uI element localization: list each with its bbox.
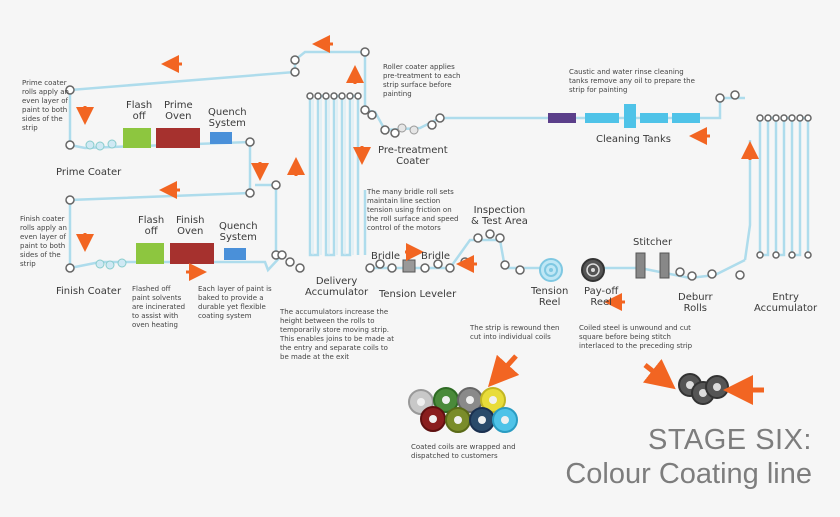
coated-coils-note: Coated coils are wrapped and dispatched … [411, 443, 516, 460]
stitcher-label: Stitcher [633, 237, 673, 248]
stage-subtitle: Colour Coating line [565, 458, 812, 490]
cleaning-tanks-label: Cleaning Tanks [596, 134, 671, 145]
finish-coater-note: Finish coater rolls apply an even layer … [20, 215, 67, 268]
coated-coils [408, 387, 518, 433]
pretreatment-applicator [397, 123, 419, 135]
entry-accumulator-label: Entry Accumulator [754, 292, 818, 314]
roller-coater-note: Roller coater applies pre-treatment to e… [383, 63, 461, 98]
rewound-note: The strip is rewound then cut into indiv… [470, 324, 560, 341]
inspection-label: Inspection & Test Area [471, 205, 528, 227]
tension-reel-label: Tension Reel [531, 286, 569, 308]
flow-arrows [76, 35, 759, 311]
flashed-off-note: Flashed off paint solvents are incinerat… [132, 285, 186, 329]
prime-coater-note: Prime coater rolls apply an even layer o… [22, 79, 69, 132]
stage-title: STAGE SIX: [647, 424, 812, 456]
bridle-left-label: Bridle [371, 251, 401, 262]
stitcher-box-1 [635, 252, 646, 279]
prime-coater-label: Prime Coater [56, 167, 122, 178]
cleaning-tank-purple [548, 113, 576, 123]
payoff-reel [581, 258, 605, 282]
prime-oven-box [156, 128, 200, 148]
bridle-rolls-note: The many bridle roll sets maintain line … [367, 188, 459, 232]
cleaning-tank-4 [672, 113, 700, 123]
finish-oven-box [170, 243, 214, 264]
bridle-right-label: Bridle [421, 251, 451, 262]
finish-coater-label: Finish Coater [56, 286, 122, 297]
paint-baked-note: Each layer of paint is baked to provide … [198, 285, 272, 320]
pretreatment-coater-label: Pre-treatment Coater [378, 145, 448, 167]
steel-coils [678, 373, 729, 405]
tension-reel [539, 258, 563, 282]
flash-off-label-2: Flash off [138, 215, 165, 237]
prime-coater-applicator [85, 139, 117, 151]
delivery-accumulator-bands [312, 96, 354, 255]
prime-oven-label: Prime Oven [164, 100, 193, 122]
finish-coater-applicator [95, 258, 127, 270]
flash-off-label-1: Flash off [126, 100, 153, 122]
flash-off-box-2 [136, 243, 164, 264]
accumulators-note: The accumulators increase the height bet… [280, 308, 394, 361]
flash-off-box-1 [123, 128, 151, 148]
quench-box-2 [224, 248, 246, 260]
cleaning-tank-1 [585, 113, 619, 123]
quench-box-1 [210, 132, 232, 144]
delivery-accumulator-label: Delivery Accumulator [305, 276, 369, 298]
tension-leveler-box [402, 259, 416, 273]
stitcher-box-2 [659, 252, 670, 279]
coiled-steel-note: Coiled steel is unwound and cut square b… [579, 324, 693, 350]
cleaning-tank-2 [624, 104, 636, 128]
cleaning-tank-3 [640, 113, 668, 123]
quench-label-2: Quench System [219, 221, 258, 243]
deburr-rolls-label: Deburr Rolls [678, 292, 713, 314]
caustic-note: Caustic and water rinse cleaning tanks r… [569, 68, 695, 94]
quench-label-1: Quench System [208, 107, 247, 129]
big-arrows [487, 354, 764, 405]
rollers [65, 47, 812, 281]
finish-oven-label: Finish Oven [176, 215, 205, 237]
payoff-reel-label: Pay-off Reel [584, 286, 619, 308]
tension-leveler-label: Tension Leveler [379, 289, 457, 300]
strip-path [68, 50, 810, 280]
